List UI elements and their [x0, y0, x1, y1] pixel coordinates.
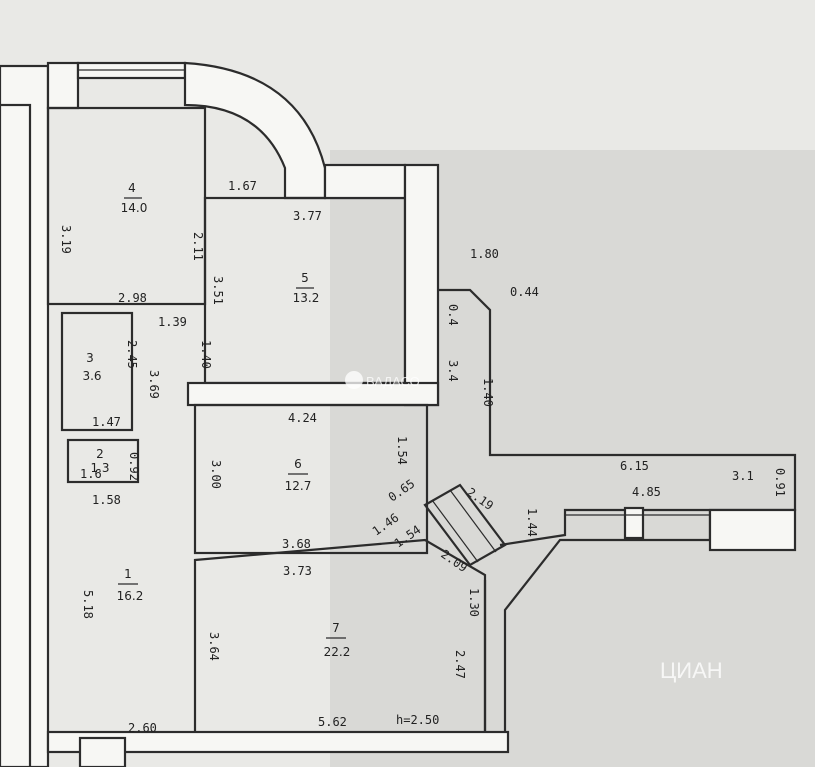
column [623, 506, 645, 540]
room-4-area: 14.0 [121, 201, 148, 215]
room-7-area: 22.2 [324, 645, 351, 659]
room-6-outline [193, 403, 429, 555]
room-2-area: 1.3 [90, 461, 109, 475]
dim-1-54: 1.54 [395, 436, 409, 465]
ceiling-height: h=2.50 [396, 713, 439, 727]
dim-1-40b: 1.40 [481, 378, 495, 407]
dim-3-19: 3.19 [59, 225, 73, 254]
dim-1-40: 1.40 [199, 340, 213, 369]
right-corridor-outline [438, 288, 797, 547]
bottom-entry [78, 736, 127, 767]
dim-3-77: 3.77 [293, 209, 322, 223]
dim-3-64: 3.64 [207, 632, 221, 661]
dim-1-80: 1.80 [470, 247, 499, 261]
watermark-logo-icon [345, 371, 363, 389]
bottom-wall [46, 730, 510, 754]
dim-1-58: 1.58 [92, 493, 121, 507]
room-6-area: 12.7 [285, 479, 312, 493]
dim-3-51: 3.51 [211, 276, 225, 305]
dim-1-47: 1.47 [92, 415, 121, 429]
dim-2-11: 2.11 [191, 232, 205, 261]
dim-3-73: 3.73 [283, 564, 312, 578]
diag-line-2 [449, 489, 497, 553]
dim-3-69: 3.69 [147, 370, 161, 399]
top-wall-left [46, 61, 80, 110]
diag-line-1 [431, 499, 479, 563]
dim-5-18: 5.18 [81, 590, 95, 619]
dim-2-60: 2.60 [128, 721, 157, 735]
room-5-number: 5 [301, 271, 309, 285]
room-6-number: 6 [294, 457, 302, 471]
central-wall [403, 163, 440, 407]
room-3-area: 3.6 [82, 369, 101, 383]
room-7-number: 7 [332, 621, 340, 635]
dim-0-92: 0.92 [127, 452, 141, 481]
watermark-brand: ЦИАН [660, 658, 723, 683]
dim-6-15: 6.15 [620, 459, 649, 473]
dim-2-45: 2.45 [125, 340, 139, 369]
dim-1-44: 1.44 [525, 508, 539, 537]
room-4-number: 4 [128, 181, 136, 195]
dim-4-24: 4.24 [288, 411, 317, 425]
dim-4-85: 4.85 [632, 485, 661, 499]
dim-5-62: 5.62 [318, 715, 347, 729]
room-3-outline [60, 311, 134, 432]
dim-1-67: 1.67 [228, 179, 257, 193]
watermark-top: ВАДАСО [366, 374, 420, 389]
room-3-number: 3 [86, 351, 94, 365]
dim-1-39: 1.39 [158, 315, 187, 329]
dim-1-30: 1.30 [467, 588, 481, 617]
room-5-area: 13.2 [293, 291, 320, 305]
room-2-outline [66, 438, 140, 484]
right-end-block [708, 508, 797, 552]
left-wall-inner [0, 103, 32, 767]
room-2-number: 2 [96, 447, 104, 461]
dim-0-44: 0.44 [510, 285, 539, 299]
room-5-window [323, 163, 407, 200]
room-1-area: 16.2 [117, 589, 144, 603]
dim-2-47: 2.47 [453, 650, 467, 679]
dim-3-68: 3.68 [282, 537, 311, 551]
dim-1-6: 1.6 [80, 467, 102, 481]
dim-3-00: 3.00 [209, 460, 223, 489]
dim-0-91: 0.91 [773, 468, 787, 497]
dim-3-1: 3.1 [732, 469, 754, 483]
room-1-number: 1 [124, 567, 132, 581]
dim-2-98: 2.98 [118, 291, 147, 305]
dim-3-4: 3.4 [446, 360, 460, 382]
dim-0-4: 0.4 [446, 304, 460, 326]
